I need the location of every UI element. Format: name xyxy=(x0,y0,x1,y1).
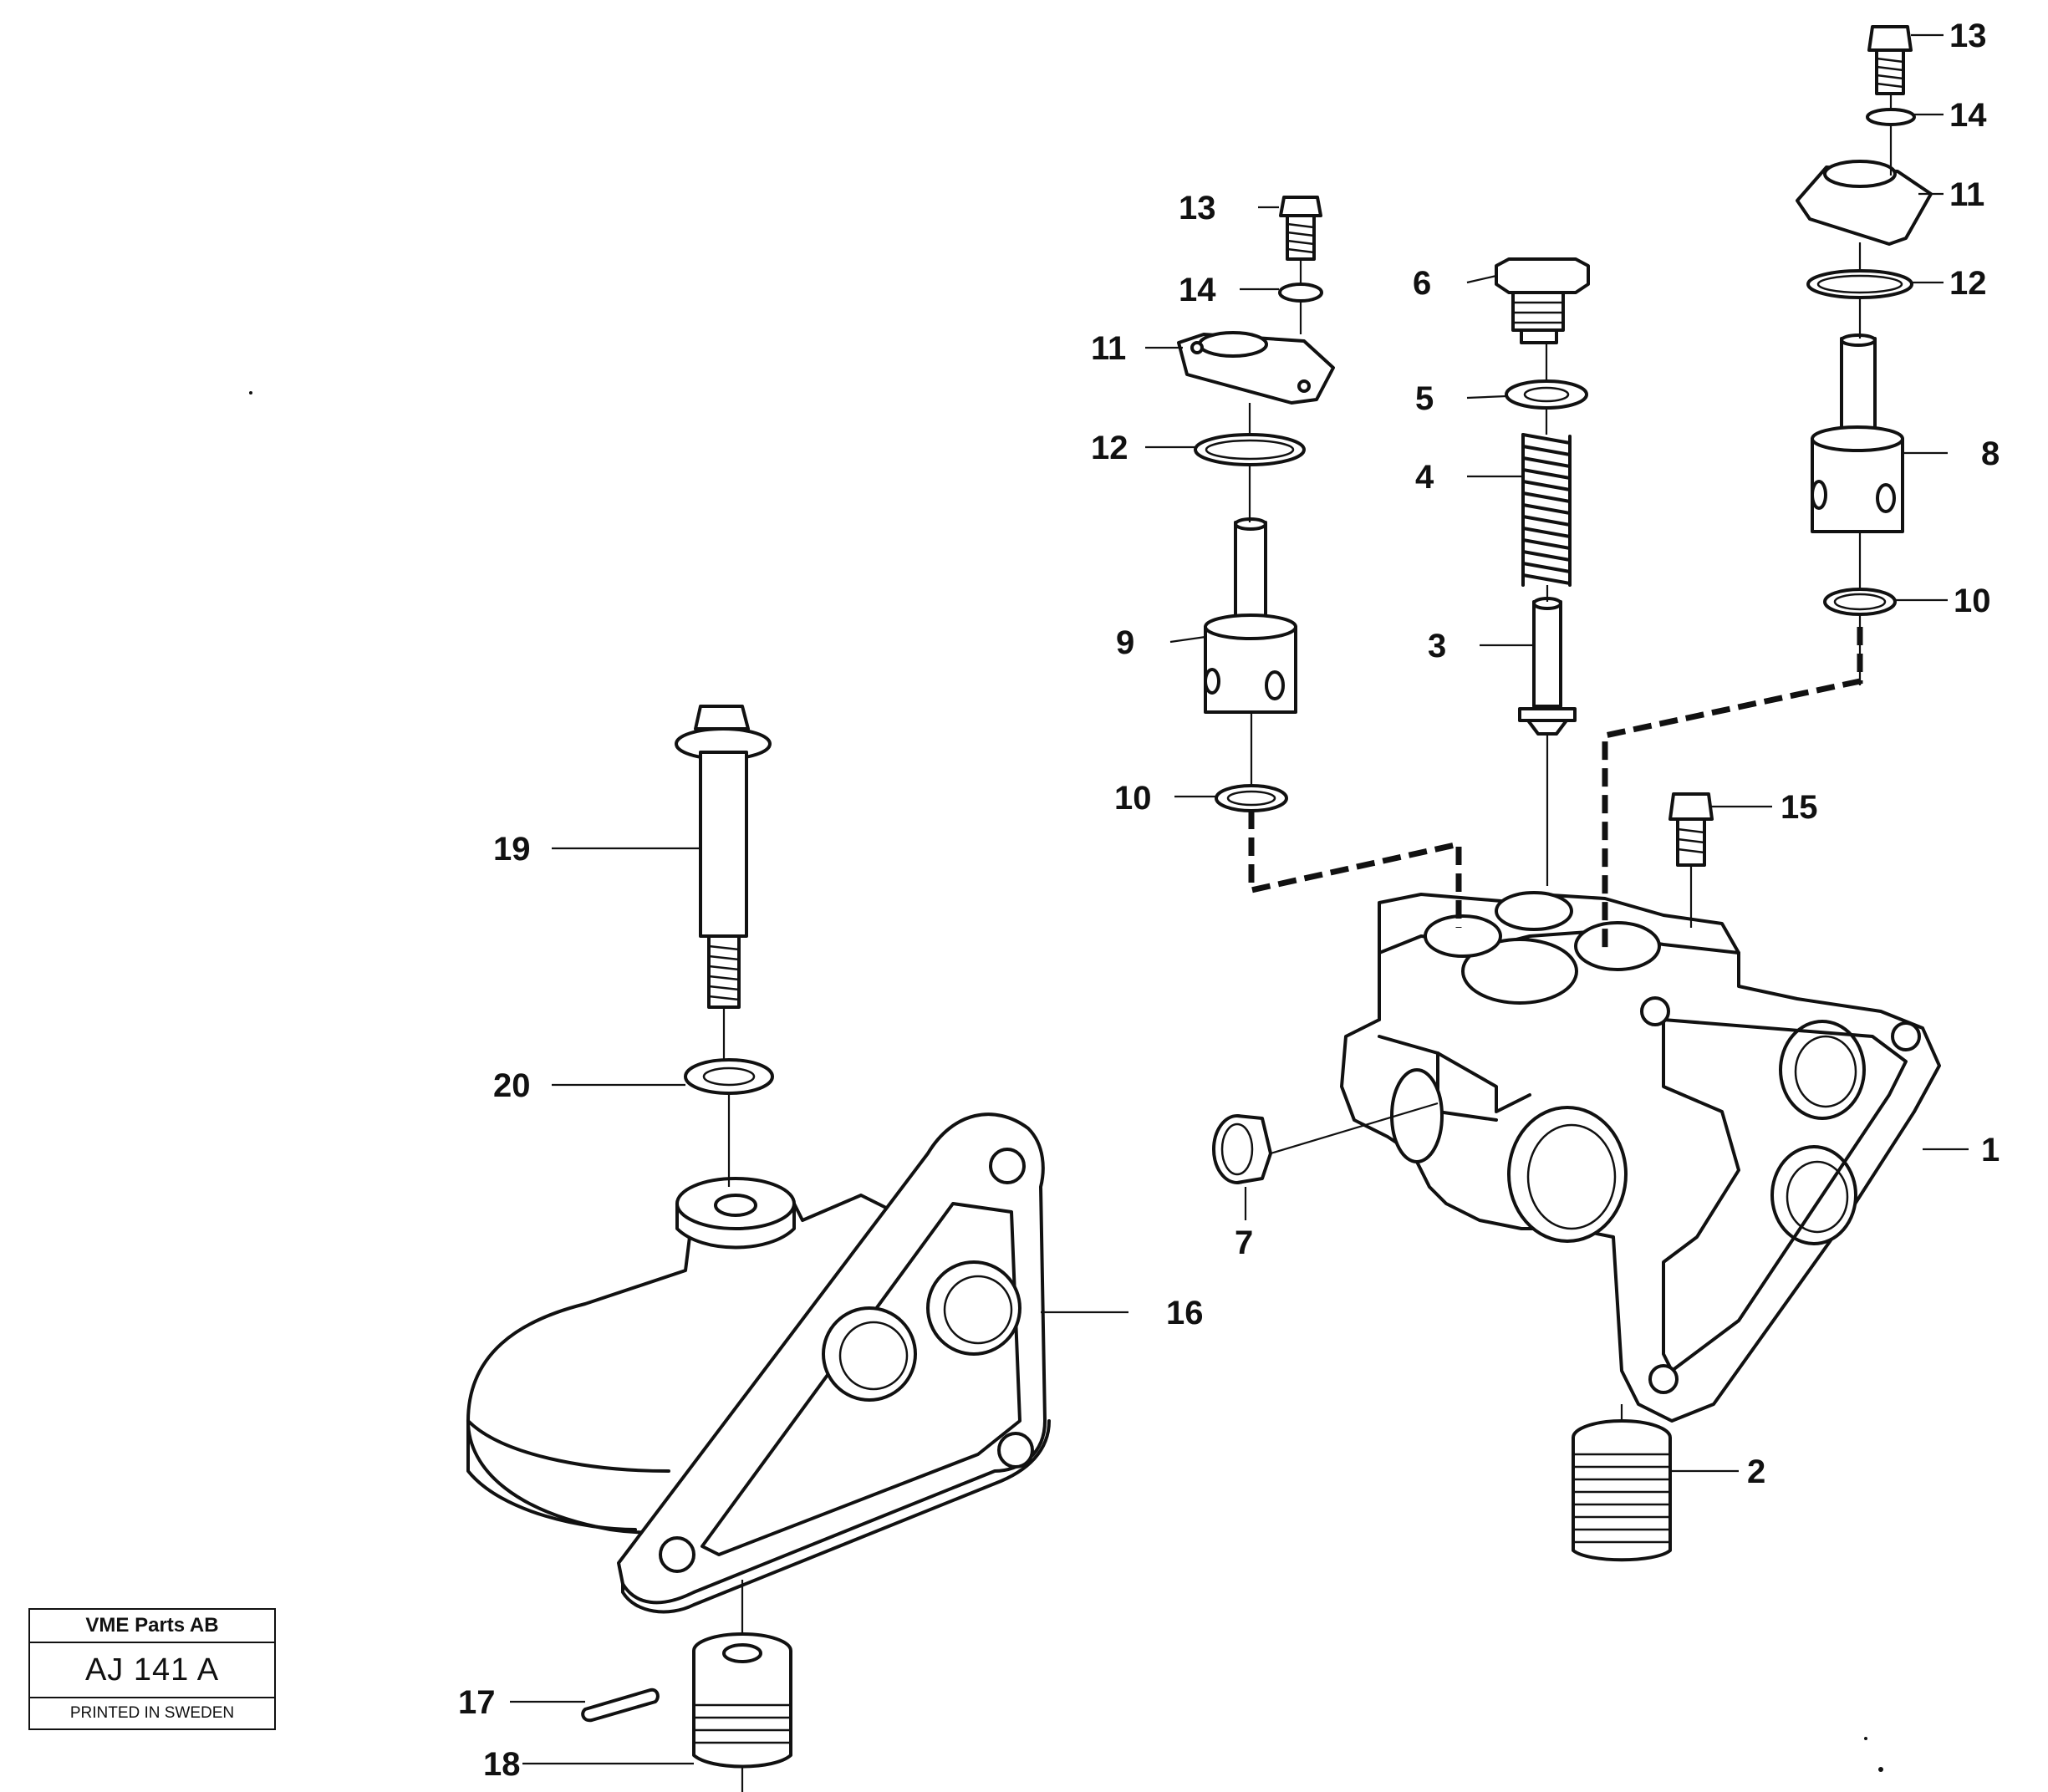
bolt-part-19 xyxy=(675,705,772,1009)
valve-part-9 xyxy=(1204,517,1297,714)
callout-9: 9 xyxy=(1116,624,1134,661)
washer-part-10-right xyxy=(1823,588,1897,616)
callout-numbers: 13 14 11 12 9 10 6 5 4 3 13 14 11 12 8 1… xyxy=(458,18,2000,1783)
cover-part-11-left xyxy=(1177,331,1335,405)
callout-10-left: 10 xyxy=(1114,780,1152,817)
pin-part-17 xyxy=(581,1688,660,1723)
assembly-lines xyxy=(722,94,1893,1792)
callout-14-right: 14 xyxy=(1949,97,1987,134)
callout-12-right: 12 xyxy=(1949,265,1987,302)
callout-4: 4 xyxy=(1415,459,1434,496)
bolt-part-13-left xyxy=(1279,196,1322,261)
bolt-part-15 xyxy=(1668,792,1714,867)
stamp-company: VME Parts AB xyxy=(30,1610,274,1643)
washer-part-5 xyxy=(1505,379,1588,410)
stamp-printed: PRINTED IN SWEDEN xyxy=(69,1704,235,1722)
bracket-housing-part-16 xyxy=(466,1112,1051,1614)
washer-part-14-left xyxy=(1278,283,1323,303)
callout-17: 17 xyxy=(458,1684,496,1721)
filter-housing-part-1 xyxy=(1340,891,1941,1423)
callout-1: 1 xyxy=(1981,1132,2000,1168)
spring-part-4 xyxy=(1521,433,1572,587)
callout-19: 19 xyxy=(493,831,531,868)
nipple-part-18 xyxy=(692,1632,792,1769)
o-ring-part-12-left xyxy=(1194,433,1306,466)
callout-2: 2 xyxy=(1747,1453,1765,1490)
callout-3: 3 xyxy=(1428,628,1446,664)
plug-part-6 xyxy=(1495,257,1590,344)
dashed-line-left xyxy=(1248,811,1462,928)
bolt-part-13-right xyxy=(1867,25,1913,95)
piston-part-3 xyxy=(1518,597,1577,736)
publisher-stamp: VME Parts AB AJ 141 A PRINTED IN SWEDEN xyxy=(28,1608,276,1730)
leader-lines xyxy=(510,33,1969,1765)
callout-8: 8 xyxy=(1981,435,2000,472)
callout-20: 20 xyxy=(493,1067,531,1104)
callout-11-left: 11 xyxy=(1091,330,1126,367)
dashed-line-right xyxy=(1602,627,1863,953)
cover-part-11-right xyxy=(1796,160,1933,246)
callout-6: 6 xyxy=(1413,265,1431,302)
callout-5: 5 xyxy=(1415,380,1434,417)
stamp-code: AJ 141 A xyxy=(30,1643,274,1698)
plug-part-7 xyxy=(1212,1114,1272,1184)
callout-15: 15 xyxy=(1781,789,1818,826)
callout-7: 7 xyxy=(1235,1224,1253,1261)
callout-16: 16 xyxy=(1166,1295,1204,1331)
callout-10-right: 10 xyxy=(1954,583,1991,619)
callout-14-left: 14 xyxy=(1179,272,1216,308)
callout-11-right: 11 xyxy=(1949,176,1984,213)
callout-13-right: 13 xyxy=(1949,18,1987,54)
washer-part-10-left xyxy=(1215,784,1288,812)
callout-18: 18 xyxy=(483,1746,521,1783)
callout-13-left: 13 xyxy=(1179,190,1216,227)
nipple-part-2 xyxy=(1572,1419,1672,1562)
callout-12-left: 12 xyxy=(1091,430,1128,466)
washer-part-14-right xyxy=(1866,108,1916,126)
valve-part-8 xyxy=(1811,333,1904,533)
washer-part-20 xyxy=(684,1058,774,1095)
print-specks xyxy=(249,391,1883,1772)
o-ring-part-12-right xyxy=(1806,269,1913,299)
